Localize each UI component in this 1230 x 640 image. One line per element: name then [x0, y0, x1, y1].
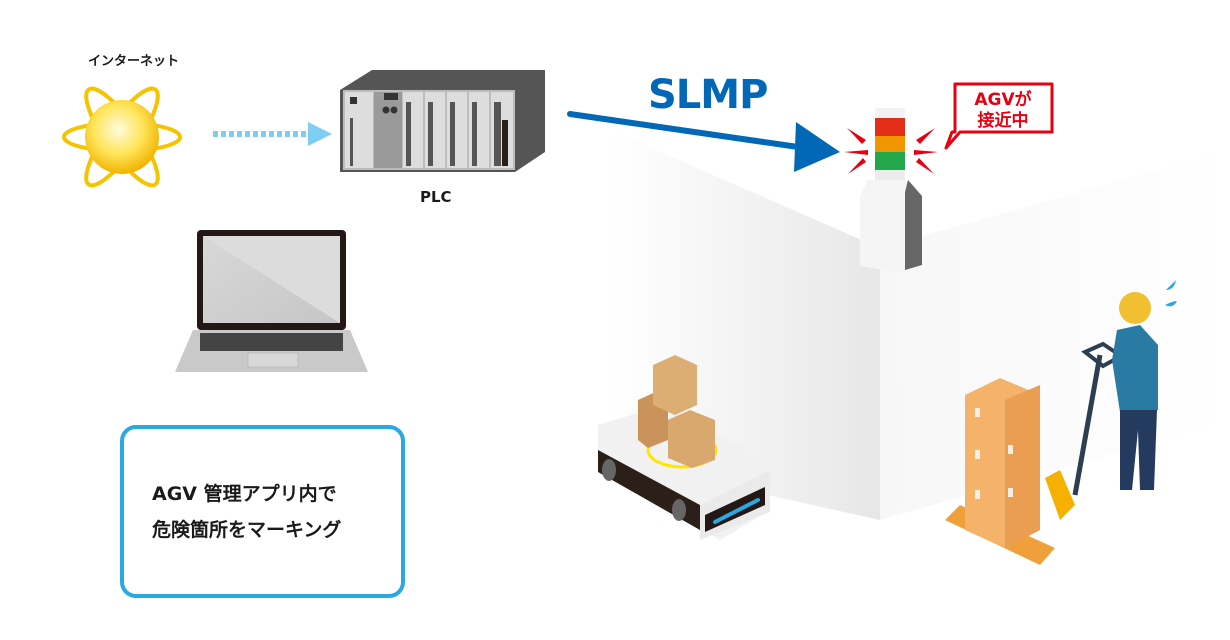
note-line2: 危険箇所をマーキング [152, 518, 342, 541]
signal-tower-icon [860, 108, 922, 272]
agv-robot-icon [598, 355, 770, 540]
alert-flash-icon [844, 128, 938, 174]
plc-rack-icon [340, 70, 545, 172]
protocol-label: SLMP [648, 72, 768, 118]
alert-speech-bubble [944, 82, 1054, 150]
alert-bubble-line1: AGVが [974, 90, 1032, 110]
globe-orbit-icon [62, 86, 182, 188]
alert-bubble-line2: 接近中 [977, 111, 1029, 131]
dotted-arrow-icon [213, 122, 332, 146]
plc-label: PLC [420, 188, 452, 206]
alert-bubble-text: AGVが 接近中 [958, 90, 1048, 132]
worker-with-pallet-jack-icon [945, 280, 1177, 565]
internet-label: インターネット [88, 54, 180, 69]
note-line1: AGV 管理アプリ内で [152, 482, 337, 505]
laptop-icon [175, 230, 368, 372]
note-box: AGV 管理アプリ内で 危険箇所をマーキング [120, 425, 405, 598]
slmp-arrow-icon [567, 111, 840, 172]
